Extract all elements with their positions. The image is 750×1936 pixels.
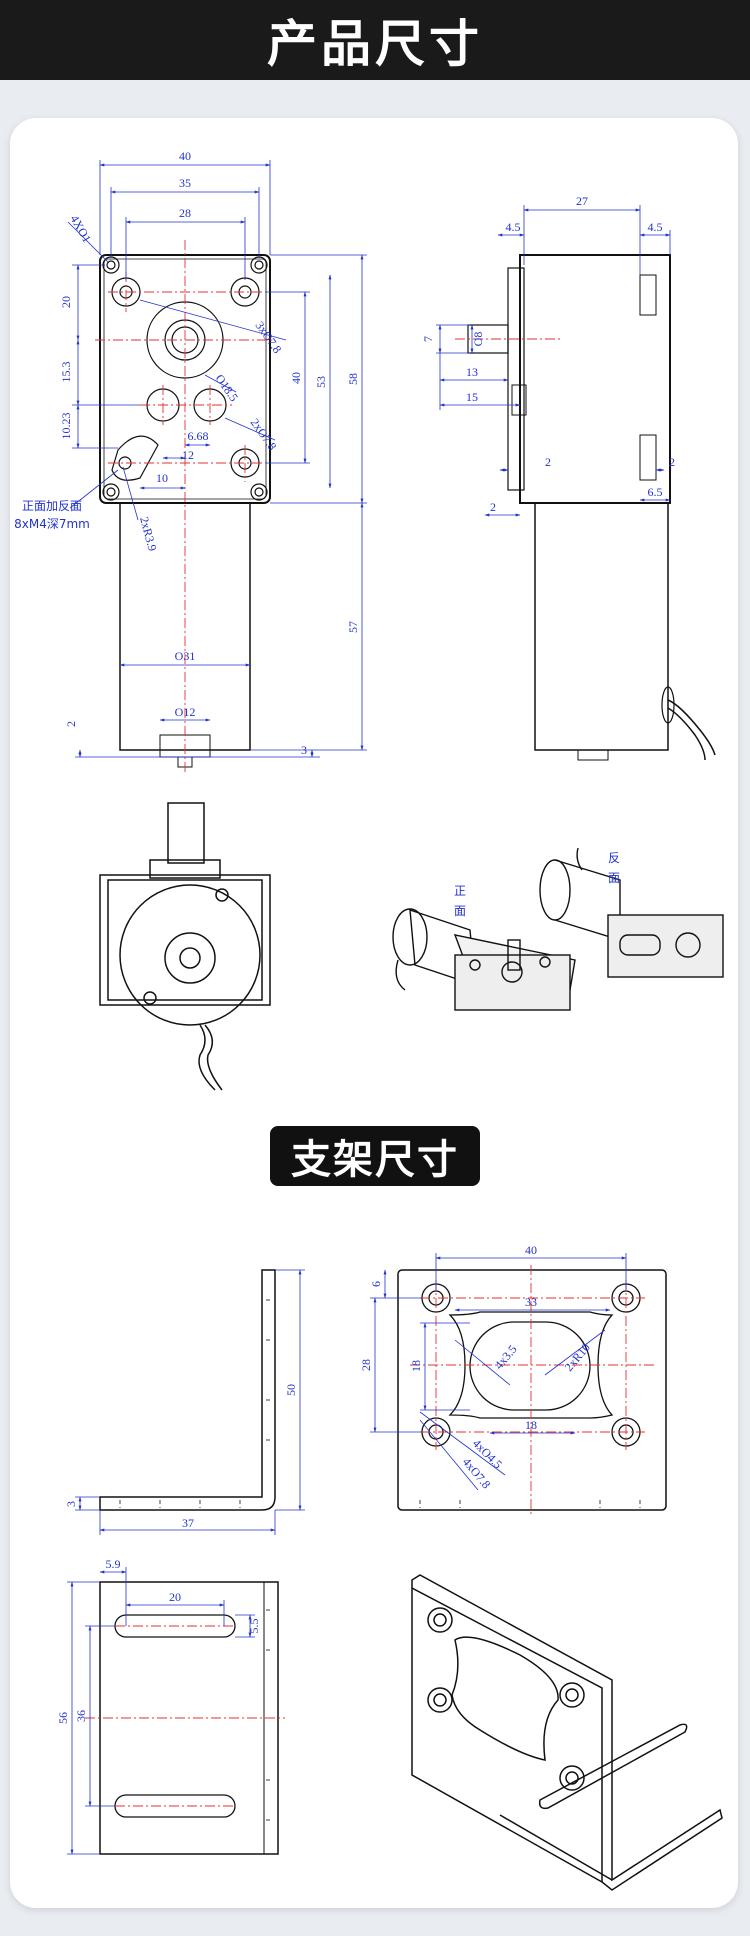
dim-text: 2 [669, 455, 675, 469]
dim-text: 4XO1 [67, 213, 94, 245]
dim-text: 18 [525, 1418, 537, 1432]
dim-text: 10 [156, 471, 168, 485]
dim-text: 3 [301, 743, 307, 757]
bracket-side-view: 50 3 37 [64, 1269, 305, 1535]
dim-text: 2xR3.9 [137, 515, 160, 552]
dim-text: 2 [545, 455, 551, 469]
dim-text: 3xO7.8 [253, 319, 285, 356]
bracket-base-view: 5.9 20 5.5 56 36 [56, 1557, 285, 1855]
motor-front-view: 40 35 28 4XO1 20 15.3 10.23 3xO7.8 O18.5… [14, 149, 367, 775]
dim-text: 36 [74, 1710, 88, 1722]
dim-text: 33 [525, 1295, 537, 1309]
dim-text: 2xO7.8 [248, 416, 280, 453]
dim-text: 5.9 [106, 1557, 121, 1571]
label-front-char2: 面 [454, 904, 466, 918]
label-back-char2: 面 [608, 871, 620, 885]
dim-text: 40 [289, 372, 303, 384]
label-back-char1: 反 [608, 851, 620, 865]
dim-text: 4x3.5 [492, 1342, 520, 1372]
dim-text: 2 [490, 500, 496, 514]
dim-text: 28 [359, 1359, 373, 1371]
dim-text: 10.23 [59, 413, 73, 440]
dim-text: 15 [466, 390, 478, 404]
dim-text: 2xR10 [562, 1340, 593, 1374]
label-front-char1: 正 [454, 884, 466, 898]
dim-text: 20 [59, 296, 73, 308]
dim-text: 40 [525, 1243, 537, 1257]
dim-text: O18.5 [213, 372, 241, 404]
dim-text: 27 [576, 194, 588, 208]
motor-side-view: 27 4.5 4.5 7 O8 13 15 2 2 2 6.5 [421, 194, 716, 761]
dim-text: 6 [369, 1281, 383, 1287]
dim-text: 2 [64, 721, 78, 727]
dim-text: 58 [346, 373, 360, 385]
page-title: 产品尺寸 [267, 15, 483, 73]
dim-text: 4.5 [506, 220, 521, 234]
dim-text: 28 [179, 206, 191, 220]
title-banner: 产品尺寸 [0, 0, 750, 80]
dim-text: 7 [421, 336, 435, 342]
dim-text: 12 [182, 448, 194, 462]
dim-text: 56 [56, 1712, 70, 1724]
drawing-card [10, 118, 738, 1908]
dim-text: 4.5 [648, 220, 663, 234]
dim-text: 53 [314, 376, 328, 388]
dim-text: O31 [175, 649, 196, 663]
dim-text: 5.5 [247, 1619, 261, 1634]
dim-text: 50 [284, 1384, 298, 1396]
motor-face-drawing [99, 802, 271, 1091]
section-title-pill: 支架尺寸 [270, 1126, 480, 1186]
mount-note-line2: 8xM4深7mm [14, 517, 90, 531]
dim-text: 40 [179, 149, 191, 163]
dim-text: 35 [179, 176, 191, 190]
dim-text: 37 [182, 1516, 194, 1530]
dim-text: 20 [169, 1590, 181, 1604]
motor-3d-sketches [392, 847, 724, 1011]
mount-note-line1: 正面加反面 [22, 499, 82, 513]
dim-text: O8 [471, 332, 485, 347]
dim-text: O12 [175, 705, 196, 719]
dim-text: 3 [64, 1501, 78, 1507]
section-title: 支架尺寸 [291, 1137, 459, 1183]
bracket-isometric [411, 1574, 723, 1891]
dim-text: 6.5 [648, 485, 663, 499]
dim-text: 18 [409, 1360, 423, 1372]
dim-text: 15.3 [59, 362, 73, 383]
dim-text: 13 [466, 365, 478, 379]
bracket-face-view: 40 6 33 28 18 4x3.5 2xR10 18 4xO4.5 4xO7… [359, 1243, 667, 1515]
dim-text: 6.68 [188, 429, 209, 443]
dim-text: 57 [346, 621, 360, 633]
